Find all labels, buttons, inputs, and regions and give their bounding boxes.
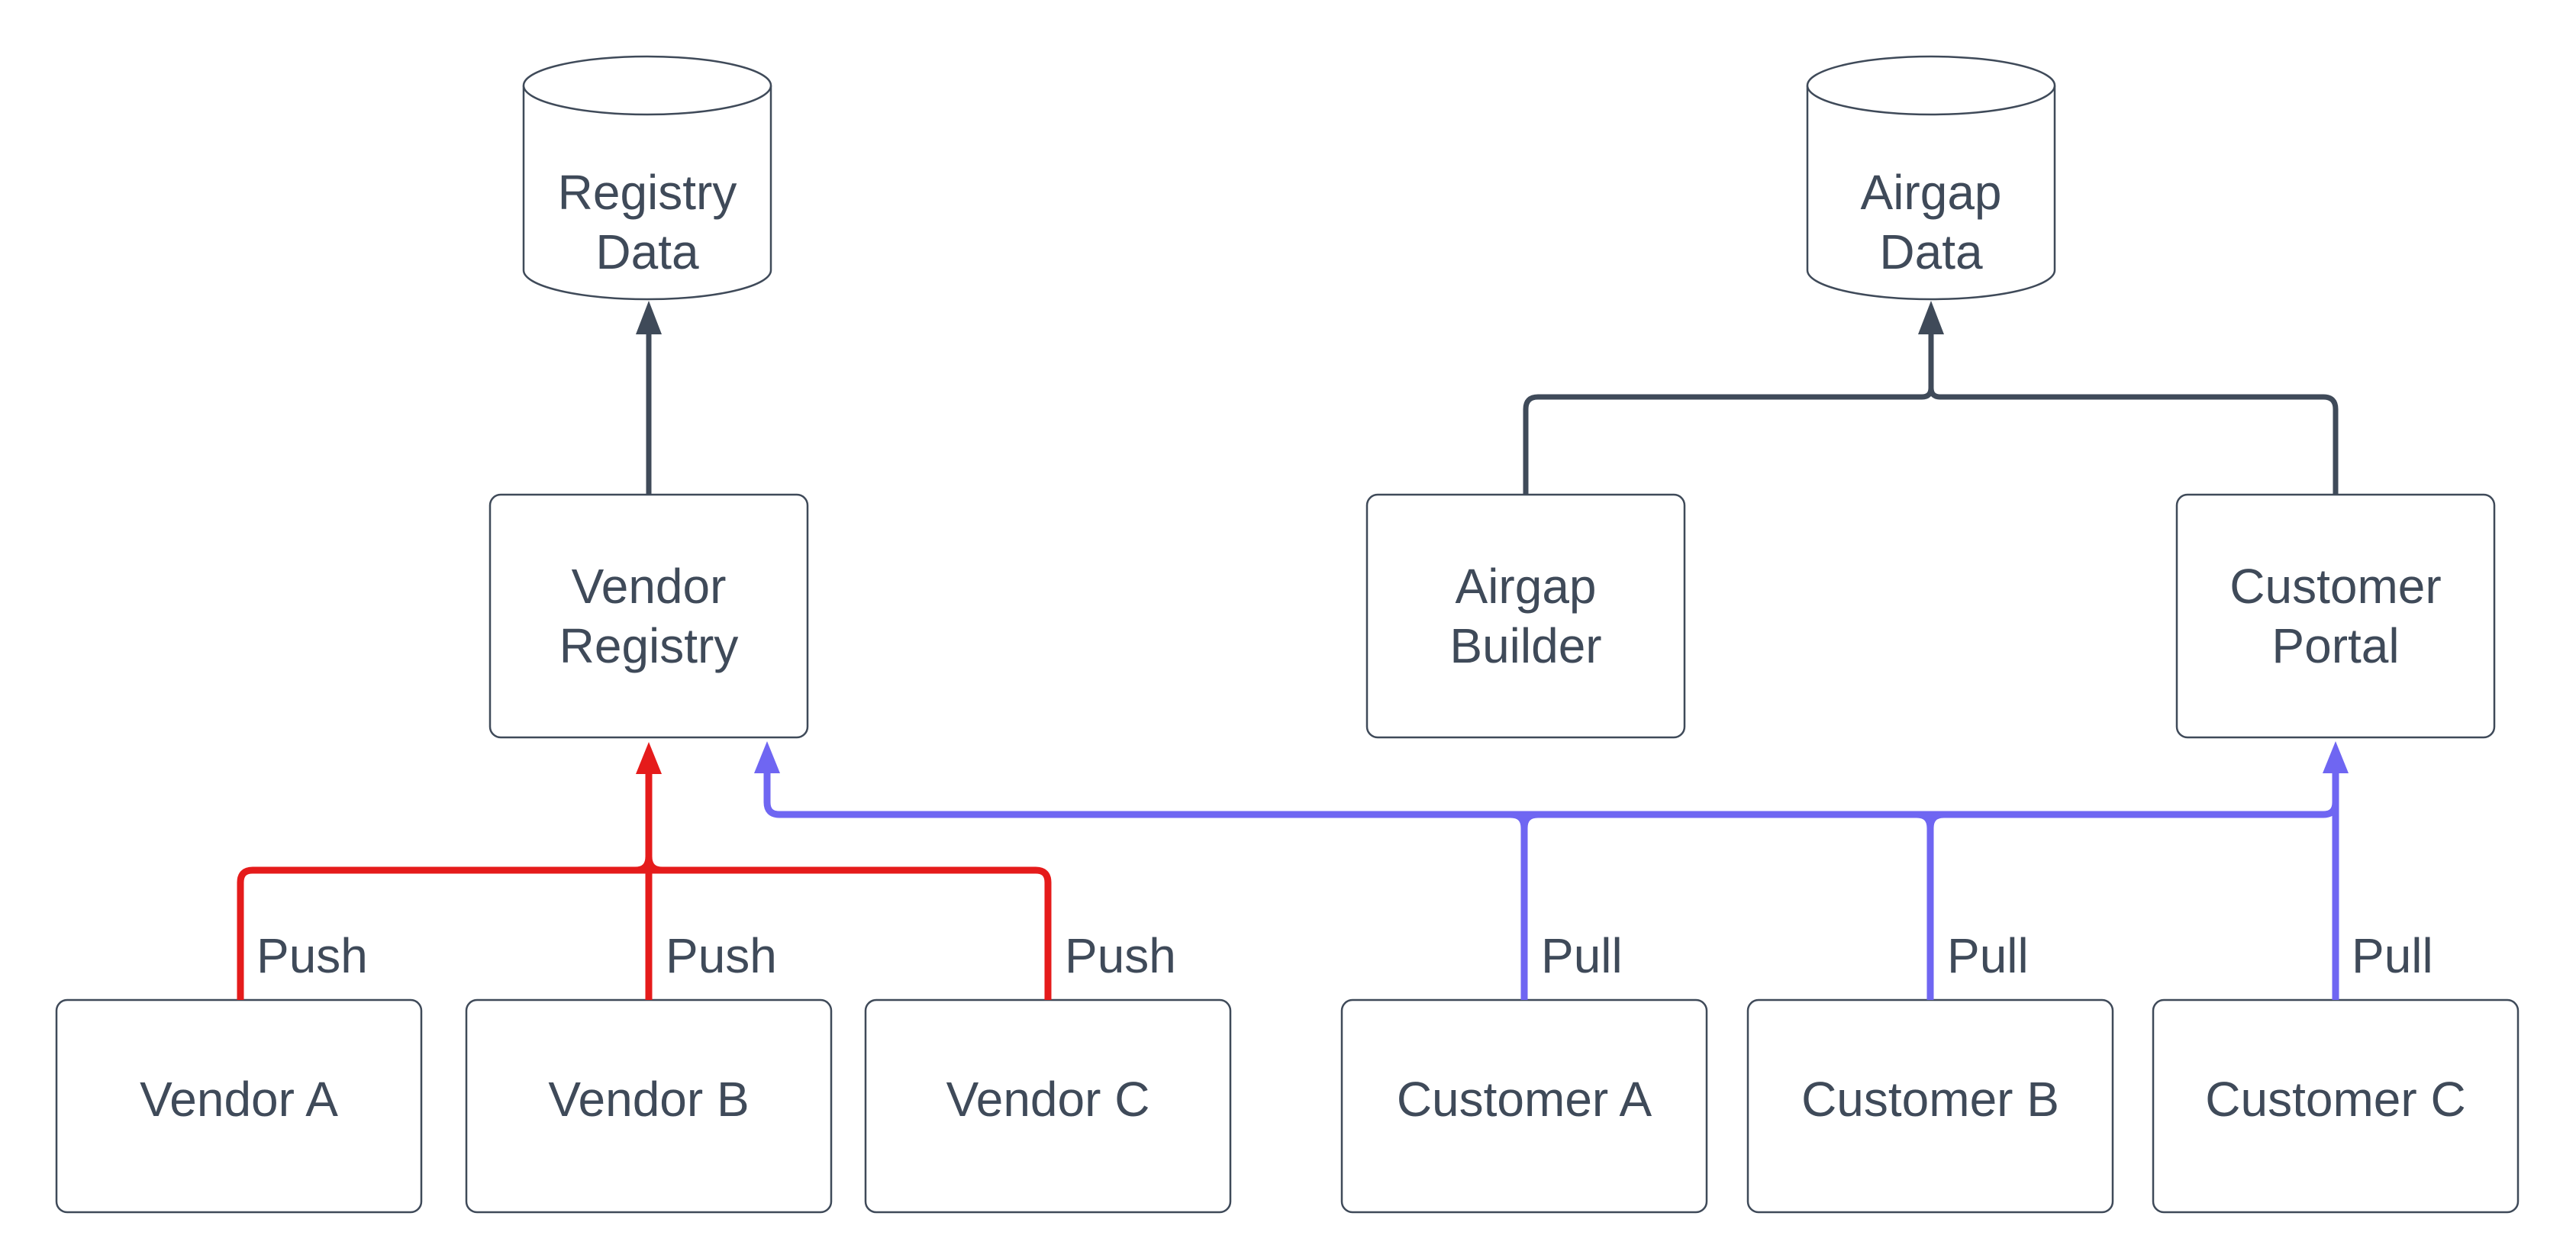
- label-vendor-registry-line1: Vendor: [572, 559, 727, 614]
- arrowhead-into-registry-data: [636, 301, 662, 334]
- edge-pull-trunk-to-vendor-registry: [763, 773, 2339, 818]
- label-airgap-builder-line1: Airgap: [1456, 559, 1597, 614]
- node-shapes: [55, 55, 2520, 1214]
- edge-label-pull-customer-c: Pull: [2352, 928, 2433, 983]
- arrowhead-push-into-vendor-registry: [636, 742, 662, 774]
- cylinder-body: [1806, 55, 2056, 301]
- cylinder-top-rim: [1806, 85, 2056, 116]
- edge-customer-portal-to-junction: [1928, 387, 2339, 495]
- labels: Registry Data Airgap Data Vendor Registr…: [140, 165, 2466, 1127]
- label-customer-c: Customer C: [2205, 1072, 2465, 1127]
- label-vendor-c: Vendor C: [946, 1072, 1150, 1127]
- edge-label-push-vendor-c: Push: [1065, 928, 1176, 983]
- node-airgap-builder-box: [1365, 493, 1686, 739]
- label-customer-b: Customer B: [1801, 1072, 2059, 1127]
- edge-label-push-vendor-a: Push: [256, 928, 368, 983]
- label-customer-portal-line1: Customer: [2229, 559, 2441, 614]
- pull-junction-a-fillet-right: [1520, 811, 1539, 829]
- arrowhead-pull-into-customer-portal: [2323, 741, 2349, 773]
- label-customer-a: Customer A: [1397, 1072, 1652, 1127]
- push-edges: [237, 773, 1052, 1000]
- label-customer-portal-line2: Portal: [2271, 618, 2399, 673]
- cylinder-top-rim: [522, 85, 772, 116]
- node-customer-portal-box: [2175, 493, 2496, 739]
- node-registry-data-cylinder: [522, 55, 772, 301]
- dark-edges: [646, 333, 2339, 495]
- arrowhead-into-airgap-data: [1918, 301, 1944, 334]
- node-vendor-registry-box: [488, 493, 809, 739]
- edge-airgap-builder-to-junction: [1523, 387, 1934, 495]
- label-vendor-b: Vendor B: [548, 1072, 749, 1127]
- push-junction-fillet-right: [645, 856, 663, 874]
- edge-label-push-vendor-b: Push: [666, 928, 777, 983]
- pull-edges: [763, 773, 2339, 1000]
- label-registry-data-line1: Registry: [558, 165, 737, 220]
- label-registry-data-line2: Data: [595, 224, 699, 279]
- label-airgap-builder-line2: Builder: [1449, 618, 1601, 673]
- arrowhead-pull-into-vendor-registry: [754, 741, 780, 773]
- pull-arrowheads: [754, 741, 2349, 773]
- label-vendor-a: Vendor A: [140, 1072, 338, 1127]
- cylinder-body: [522, 55, 772, 301]
- edge-label-pull-customer-b: Pull: [1947, 928, 2029, 983]
- dark-arrowheads: [636, 301, 1944, 334]
- pull-junction-b-fillet-right: [1926, 811, 1945, 829]
- label-vendor-registry-line2: Registry: [559, 618, 739, 673]
- edge-label-pull-customer-a: Pull: [1541, 928, 1623, 983]
- label-airgap-data-line2: Data: [1879, 224, 1983, 279]
- node-airgap-data-cylinder: [1806, 55, 2056, 301]
- label-airgap-data-line1: Airgap: [1861, 165, 2002, 220]
